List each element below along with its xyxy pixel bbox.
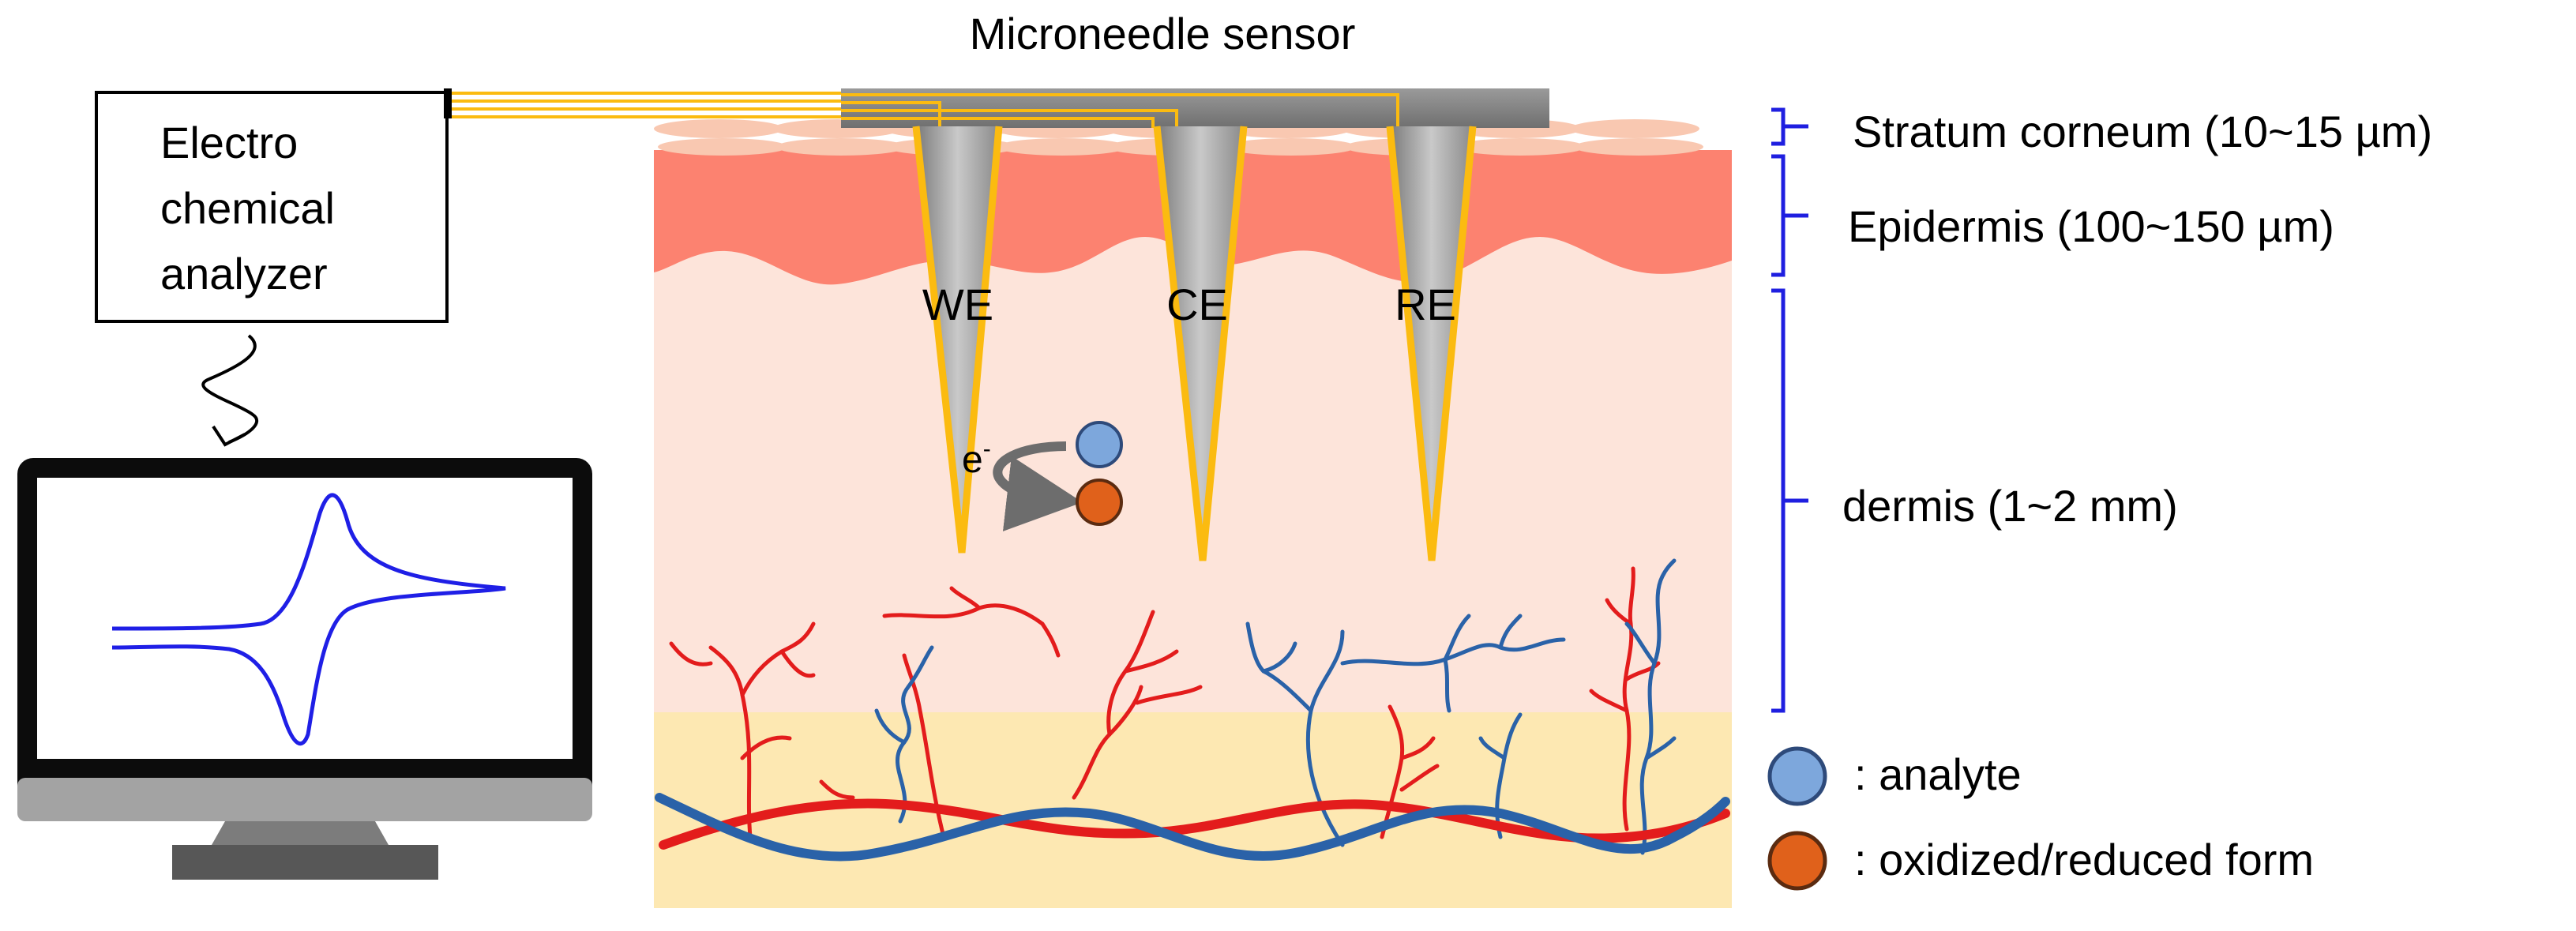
corneocyte-cell — [776, 138, 906, 156]
vein-capillaries — [874, 558, 1677, 855]
monitor-icon — [17, 458, 592, 880]
vein-branch — [1639, 558, 1677, 855]
needle-we — [916, 126, 999, 553]
corneocyte-cell — [658, 138, 787, 156]
monitor-chin — [17, 778, 592, 821]
analyzer-label-line2: chemical — [160, 183, 335, 233]
bracket-stratum-corneum — [1771, 107, 1808, 146]
artery-branch — [740, 735, 792, 760]
artery-branch — [1399, 736, 1436, 760]
trace-re — [841, 117, 1155, 128]
legend: : analyte : oxidized/reduced form — [1767, 746, 2314, 891]
squiggle-arrow-icon — [201, 334, 259, 447]
microneedle-sensor: WE CE RE — [841, 88, 1549, 561]
vein-branch — [1340, 637, 1566, 666]
cyclic-voltammogram-curve — [111, 493, 506, 745]
base-traces — [841, 93, 1399, 128]
vein-branch — [1478, 736, 1507, 760]
layer-label-epidermis: Epidermis (100~150 µm) — [1848, 201, 2334, 251]
monitor-screen — [37, 478, 573, 759]
artery-branch — [1399, 764, 1440, 792]
corneocyte-cell — [1226, 138, 1356, 156]
needle-coating-re — [1386, 126, 1477, 561]
artery-branch — [1135, 685, 1203, 705]
vein-branch — [1644, 736, 1677, 760]
needle-coating-ce — [1153, 126, 1248, 561]
bracket-dermis — [1771, 288, 1808, 713]
artery-branch — [1622, 566, 1635, 832]
needle-ce — [1157, 126, 1244, 561]
vein-branch — [895, 645, 934, 824]
vein-branch — [1498, 614, 1523, 650]
legend-oxidized-label: : oxidized/reduced form — [1854, 835, 2314, 884]
layer-brackets — [1771, 107, 1808, 713]
artery-main — [659, 798, 1730, 850]
artery-branch — [779, 649, 816, 678]
needle-group: WE CE RE — [912, 126, 1477, 561]
vein-branch — [1261, 641, 1297, 674]
electrochemical-analyzer: Electro chemical analyzer — [95, 88, 452, 323]
electron-transfer-arrow-icon — [993, 441, 1083, 531]
layer-label-dermis: dermis (1~2 mm) — [1842, 481, 2178, 531]
artery-capillaries — [669, 566, 1661, 839]
squiggle-arrow-line — [201, 334, 259, 444]
vein-branch — [1443, 614, 1471, 662]
artery-branch — [708, 645, 753, 839]
bracket-epidermis — [1771, 154, 1808, 277]
vein-branch — [1443, 657, 1451, 713]
vein-branch — [874, 708, 907, 745]
artery-branch — [1123, 649, 1179, 674]
analyzer-label-line3: analyzer — [160, 249, 328, 298]
electron-label: e- — [962, 436, 991, 481]
corneocyte-cell — [1455, 138, 1585, 156]
analyte-molecule — [1076, 421, 1123, 468]
legend-analyte-swatch — [1767, 746, 1827, 806]
legend-oxidized-swatch — [1767, 831, 1827, 891]
vein-main — [655, 793, 1730, 862]
artery-branch — [1624, 661, 1661, 681]
artery-branch — [1040, 621, 1061, 658]
corneocyte-cell — [997, 138, 1127, 156]
analyzer-connector — [444, 88, 452, 118]
squiggle-arrow-head — [212, 425, 246, 447]
analyzer-box — [95, 91, 449, 323]
electrode-label-re: RE — [1395, 280, 1456, 329]
artery-branch — [902, 653, 946, 839]
corneocyte-cell — [1574, 138, 1703, 156]
analyzer-label-line1: Electro — [160, 118, 298, 167]
vein-branch — [1624, 621, 1657, 666]
artery-branch — [949, 586, 982, 610]
trace-ce — [841, 109, 1178, 128]
monitor-neck — [212, 821, 389, 845]
corneocyte-cell — [1570, 119, 1699, 138]
oxidized-reduced-molecule — [1076, 479, 1123, 526]
needle-coating-we — [912, 126, 1003, 554]
monitor-stand — [172, 845, 438, 880]
trace-re2 — [841, 93, 1399, 128]
electron-transfer: e- — [962, 421, 1123, 531]
diagram-title: Microneedle sensor — [970, 9, 1356, 58]
artery-branch — [819, 779, 855, 800]
artery-branch — [1605, 598, 1633, 626]
electrode-label-we: WE — [922, 280, 993, 329]
layer-label-stratum-corneum: Stratum corneum (10~15 µm) — [1853, 107, 2432, 156]
legend-analyte-label: : analyte — [1854, 749, 2022, 799]
electrode-label-ce: CE — [1166, 280, 1228, 329]
artery-branch — [669, 641, 713, 666]
artery-branch — [1589, 689, 1629, 713]
blood-vessels — [655, 558, 1730, 862]
corneocyte-cell — [654, 119, 783, 138]
needle-re — [1390, 126, 1473, 561]
